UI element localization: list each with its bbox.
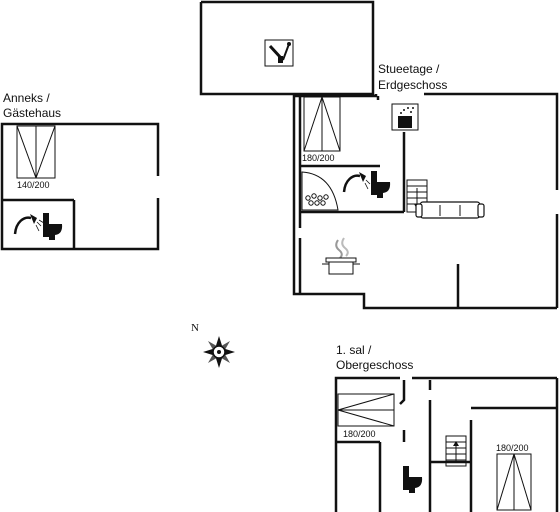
bed-icon [303, 96, 341, 152]
toilet-icon [371, 171, 391, 198]
bed-label-ground: 180/200 [302, 153, 335, 163]
bed-label-annex: 140/200 [17, 180, 50, 190]
annex-label-line1: Anneks / [3, 91, 50, 105]
annex-label-line2: Gästehaus [3, 106, 62, 120]
upper-floor: 180/200 180/200 [334, 376, 559, 512]
sofa-icon [415, 201, 485, 219]
tools-icon [264, 39, 294, 67]
compass-north-label: N [191, 322, 199, 334]
bed-label-upper-right: 180/200 [496, 443, 529, 453]
shower-icon [13, 214, 45, 235]
bed-label-upper-left: 180/200 [343, 429, 376, 439]
cooking-pot-icon [322, 237, 360, 275]
upper-floor-label-line1: 1. sal / [336, 343, 372, 357]
toilet-icon [43, 213, 63, 240]
bed-icon [16, 125, 56, 179]
sauna-icon [301, 171, 339, 211]
ground-floor-label-line2: Erdgeschoss [378, 78, 448, 92]
bed-icon [337, 393, 395, 427]
bed-icon [496, 453, 532, 511]
shower-icon [342, 172, 371, 193]
compass-icon: N [191, 322, 235, 368]
toilet-icon [403, 466, 423, 493]
utility-room [199, 0, 375, 96]
tv-icon [391, 103, 419, 131]
stairs-icon [445, 435, 467, 467]
upper-floor-label-line2: Obergeschoss [336, 358, 414, 372]
annex-building: 140/200 [0, 122, 160, 251]
ground-floor-label-line1: Stueetage / [378, 62, 440, 76]
ground-floor: 180/200 [292, 92, 559, 310]
